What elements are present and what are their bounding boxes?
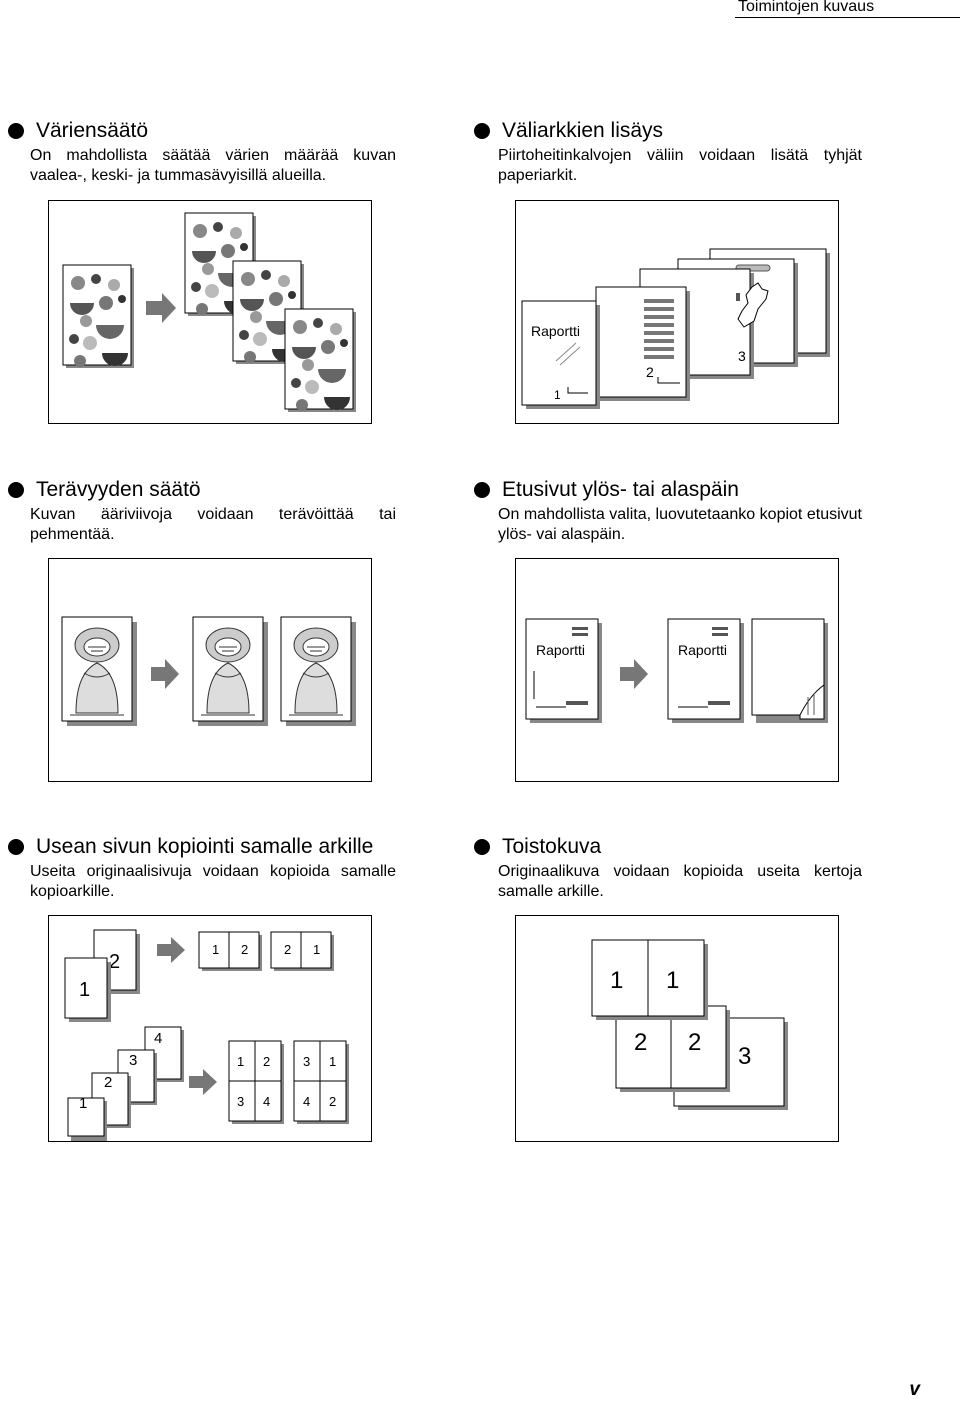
arrow-icon xyxy=(146,293,176,323)
page-number-label: 2 xyxy=(241,942,248,957)
section-title: Toistokuva xyxy=(502,835,602,858)
page-number: v xyxy=(909,1379,920,1400)
color-balance-illustration xyxy=(62,212,357,413)
face-up-down-illustration: Raportti Raportti xyxy=(525,618,828,723)
doc-title-label: Raportti xyxy=(531,323,580,339)
page-number-label: 1 xyxy=(554,388,561,402)
page-number-label: 4 xyxy=(303,1094,310,1109)
doc-title-label: Raportti xyxy=(678,642,727,658)
section-text: On mahdollista säätää värien määrää kuva… xyxy=(30,147,396,184)
section-text: Piirtoheitinkalvojen väliin voidaan lisä… xyxy=(498,147,862,184)
section-heading: Etusivut ylös- tai alaspäin xyxy=(474,477,862,503)
section-title: Väliarkkien lisäys xyxy=(502,119,664,142)
bullet-icon xyxy=(474,482,490,498)
arrow-icon xyxy=(157,937,185,963)
bullet-icon xyxy=(8,123,24,139)
section-text: On mahdollista valita, luovutetaanko kop… xyxy=(498,506,862,543)
section-repeat: Toistokuva Originaalikuva voidaan kopioi… xyxy=(474,834,862,902)
section-text: Originaalikuva voidaan kopioida useita k… xyxy=(498,863,862,900)
figure-repeat: 3 2 2 1 1 xyxy=(515,915,839,1142)
section-multi-page: Usean sivun kopiointi samalle arkille Us… xyxy=(8,834,396,902)
multi-page-illustration: 2 1 1 2 2 1 4 3 2 1 1 2 3 4 3 1 4 2 xyxy=(64,929,349,1141)
page-number-label: 1 xyxy=(610,967,623,994)
page-number-label: 2 xyxy=(329,1094,336,1109)
section-text: Kuvan ääriviivoja voidaan terävöittää ta… xyxy=(30,506,396,543)
page-number-label: 3 xyxy=(237,1094,244,1109)
section-heading: Terävyyden säätö xyxy=(8,477,396,503)
bullet-icon xyxy=(474,839,490,855)
page-number-label: 3 xyxy=(303,1054,310,1069)
bullet-icon xyxy=(474,123,490,139)
section-insert-sheets: Väliarkkien lisäys Piirtoheitinkalvojen … xyxy=(474,118,862,186)
page-number-label: 3 xyxy=(738,1043,751,1070)
figure-multi-page: 2 1 1 2 2 1 4 3 2 1 1 2 3 4 3 1 4 2 xyxy=(48,915,372,1142)
section-heading: Toistokuva xyxy=(474,834,862,860)
page-number-label: 1 xyxy=(666,967,679,994)
section-title: Terävyyden säätö xyxy=(36,478,201,501)
arrow-icon xyxy=(189,1069,217,1095)
page-number-label: 2 xyxy=(284,942,291,957)
page-number-label: 1 xyxy=(79,979,90,1001)
section-title: Usean sivun kopiointi samalle arkille xyxy=(36,835,374,858)
figure-face-up-down: Raportti Raportti xyxy=(515,558,839,782)
doc-title-label: Raportti xyxy=(536,642,585,658)
arrow-icon xyxy=(620,659,648,689)
page-number-label: 3 xyxy=(129,1052,137,1069)
section-color-balance: Väriensäätö On mahdollista säätää värien… xyxy=(8,118,396,186)
sharpness-illustration xyxy=(61,616,357,727)
page-number-label: 2 xyxy=(646,364,654,380)
section-heading: Usean sivun kopiointi samalle arkille xyxy=(8,834,396,860)
section-text: Useita originaalisivuja voidaan kopioida… xyxy=(30,863,396,900)
arrow-icon xyxy=(151,659,179,689)
section-heading: Väriensäätö xyxy=(8,118,396,144)
figure-sharpness xyxy=(48,558,372,782)
running-header: Toimintojen kuvaus xyxy=(735,0,960,18)
page-number-label: 1 xyxy=(237,1054,244,1069)
figure-insert-sheets: 3 2 Raportti 1 xyxy=(515,200,839,424)
section-sharpness: Terävyyden säätö Kuvan ääriviivoja voida… xyxy=(8,477,396,545)
page-number-label: 1 xyxy=(313,942,320,957)
section-title: Etusivut ylös- tai alaspäin xyxy=(502,478,739,501)
page-number-label: 3 xyxy=(738,348,746,364)
page-number-label: 4 xyxy=(263,1094,270,1109)
page-number-label: 2 xyxy=(634,1029,647,1056)
section-heading: Väliarkkien lisäys xyxy=(474,118,862,144)
page-number-label: 2 xyxy=(263,1054,270,1069)
insert-sheets-illustration: 3 2 Raportti 1 xyxy=(521,248,830,409)
page-number-label: 4 xyxy=(154,1030,162,1047)
page-number-label: 1 xyxy=(329,1054,336,1069)
section-face-up-down: Etusivut ylös- tai alaspäin On mahdollis… xyxy=(474,477,862,545)
bullet-icon xyxy=(8,839,24,855)
section-title: Väriensäätö xyxy=(36,119,149,142)
page-number-label: 2 xyxy=(688,1029,701,1056)
repeat-illustration: 3 2 2 1 1 xyxy=(591,939,788,1110)
page-number-label: 1 xyxy=(212,942,219,957)
page-number-label: 1 xyxy=(79,1095,87,1112)
bullet-icon xyxy=(8,482,24,498)
figure-color-balance xyxy=(48,200,372,424)
page-number-label: 2 xyxy=(109,951,120,973)
page-number-label: 2 xyxy=(104,1074,112,1091)
